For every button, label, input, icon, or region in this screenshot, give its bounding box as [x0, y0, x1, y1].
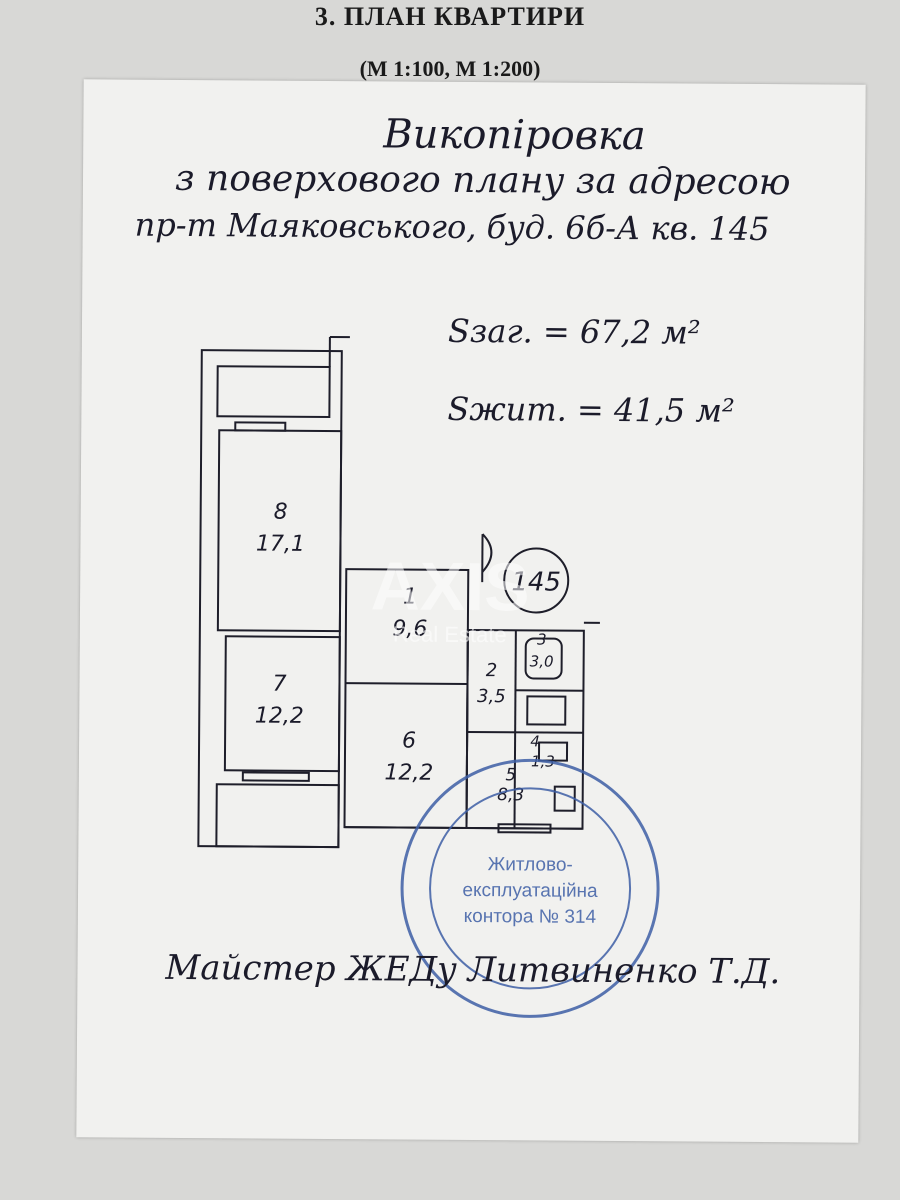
- room-7-area: 12,2: [255, 703, 304, 728]
- room-2-area: 3,5: [477, 686, 506, 707]
- watermark-brand: AXIS: [371, 548, 530, 625]
- stamp-line1: Житлово-: [488, 854, 573, 876]
- official-stamp: Житлово- експлуатаційна контора № 314: [400, 758, 660, 1018]
- room-2-number: 2: [486, 660, 498, 681]
- room-6-number: 6: [402, 729, 416, 754]
- room-8-area: 17,1: [256, 531, 305, 556]
- watermark-tagline: Real Estate: [393, 621, 507, 647]
- plan-sheet: Викопіровка з поверхового плану за адрес…: [76, 79, 866, 1143]
- room-4-number: 4: [530, 732, 540, 750]
- room-1-area: 9,6: [392, 616, 427, 641]
- balcony-bottom: [215, 783, 340, 849]
- signature-line: Майстер ЖЕДу Литвиненко Т.Д.: [165, 947, 781, 993]
- room-1-number: 1: [403, 585, 417, 610]
- stamp-line3: контора № 314: [464, 906, 597, 928]
- room-8-outline: [216, 429, 343, 633]
- room-8-number: 8: [274, 500, 288, 525]
- room-5-number: 5: [505, 765, 516, 785]
- room-6-area: 12,2: [384, 760, 433, 785]
- room-5-area: 8,3: [497, 785, 524, 805]
- balcony-top: [216, 365, 331, 419]
- room-3-area: 3,0: [530, 652, 554, 670]
- apartment-number-circle: [503, 547, 570, 614]
- floor-plan: 145 8 17,1 1 9,6 7 12,2 2 3,5 3 3,0 6 12…: [197, 336, 660, 1018]
- page-title: 3. ПЛАН КВАРТИРИ: [314, 2, 586, 31]
- room-labels: 8 17,1 1 9,6 7 12,2 2 3,5 3 3,0 6 12,2 4…: [255, 500, 555, 806]
- apartment-number: 145: [511, 567, 561, 597]
- scale-note: (М 1:100, М 1:200): [359, 56, 541, 81]
- room-7-number: 7: [272, 672, 286, 697]
- room-3-number: 3: [537, 630, 547, 648]
- room-7-outline: [223, 635, 341, 773]
- stamp-line2: експлуатаційна: [462, 880, 598, 902]
